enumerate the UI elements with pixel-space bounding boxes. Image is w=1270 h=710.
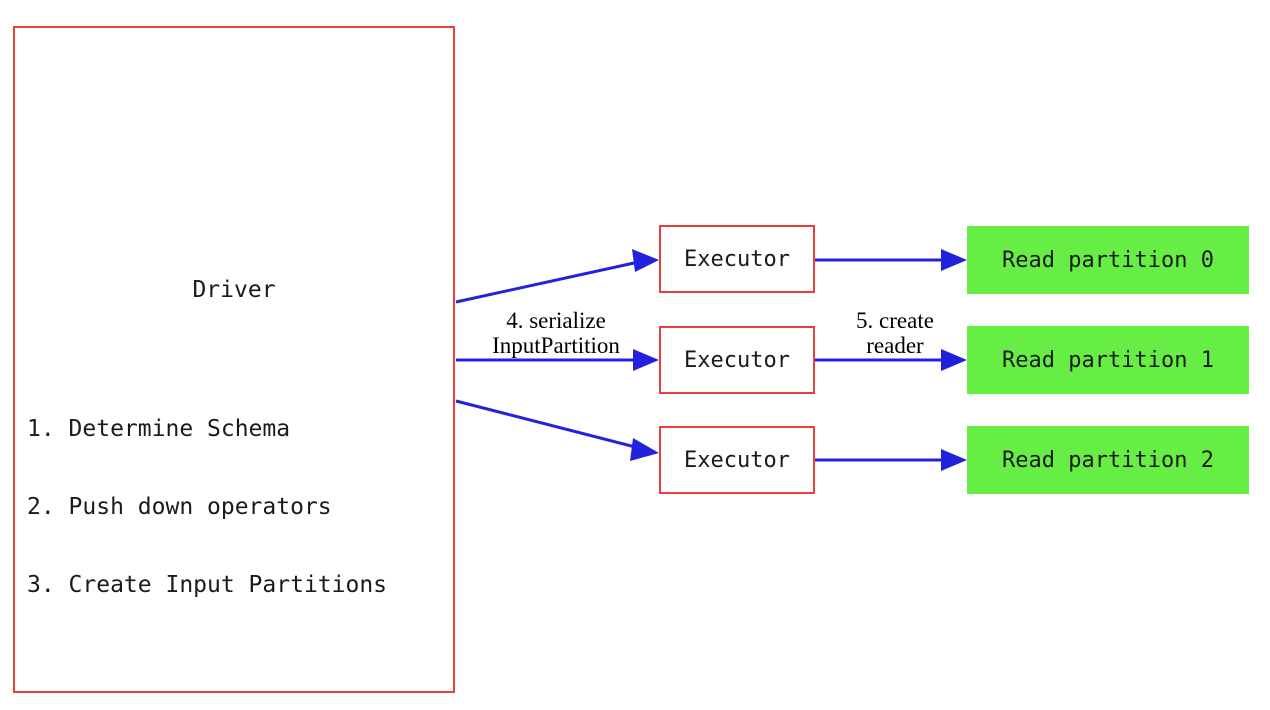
- driver-step-2: 2. Push down operators: [27, 494, 332, 520]
- driver-steps-list: 1. Determine Schema 2. Push down operato…: [27, 364, 387, 650]
- read-partition-box-0: Read partition 0: [967, 226, 1249, 294]
- edge-label-serialize-line-1: 4. serialize: [506, 308, 606, 333]
- driver-step-3: 3. Create Input Partitions: [27, 572, 388, 598]
- read-partition-box-2: Read partition 2: [967, 426, 1249, 494]
- edge-label-serialize: 4. serialize InputPartition: [470, 308, 642, 358]
- edge-label-create-reader-line-1: 5. create: [856, 308, 934, 333]
- arrow-driver-to-executor-0: [455, 249, 659, 304]
- driver-title: Driver: [192, 277, 276, 303]
- read-partition-label-0: Read partition 0: [1002, 247, 1214, 273]
- edge-label-serialize-line-2: InputPartition: [492, 333, 620, 358]
- driver-step-1: 1. Determine Schema: [27, 416, 291, 442]
- executor-label-1: Executor: [684, 347, 790, 373]
- read-partition-box-1: Read partition 1: [967, 326, 1249, 394]
- executor-box-2: Executor: [659, 426, 815, 494]
- arrow-executor-0-to-partition-0: [815, 249, 967, 271]
- edge-label-create-reader-line-2: reader: [866, 333, 924, 358]
- executor-box-0: Executor: [659, 225, 815, 293]
- arrow-executor-2-to-partition-2: [815, 449, 967, 471]
- executor-box-1: Executor: [659, 326, 815, 394]
- read-partition-label-1: Read partition 1: [1002, 347, 1214, 373]
- read-partition-label-2: Read partition 2: [1002, 447, 1214, 473]
- arrow-driver-to-executor-2: [455, 399, 659, 461]
- driver-box: [13, 26, 455, 693]
- executor-label-2: Executor: [684, 447, 790, 473]
- executor-label-0: Executor: [684, 246, 790, 272]
- edge-label-create-reader: 5. create reader: [825, 308, 965, 358]
